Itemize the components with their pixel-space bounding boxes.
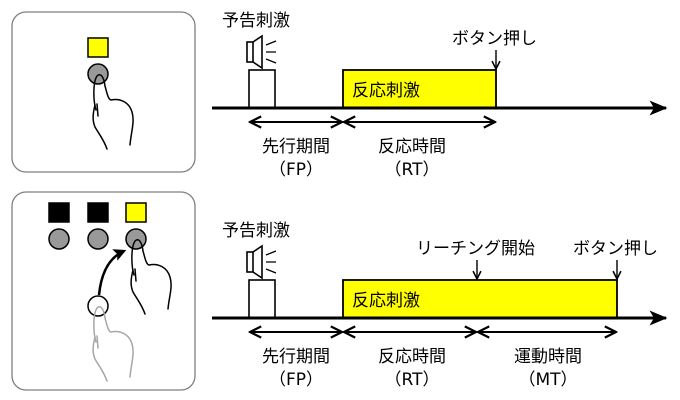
stimulus-light-off-1	[48, 202, 70, 223]
home-button	[87, 295, 109, 317]
event-label-button-press: ボタン押し	[452, 29, 537, 49]
interval-abbr-mt: （MT）	[518, 370, 577, 390]
interval-label-rt: 反応時間	[378, 347, 446, 367]
hand-icon	[92, 74, 134, 150]
response-stimulus-label: 反応刺激	[352, 291, 420, 311]
interval-label-fp: 先行期間	[262, 137, 330, 157]
interval-abbr-fp: （FP）	[269, 160, 323, 180]
stimulus-light-yellow	[87, 37, 109, 58]
response-stimulus-box	[342, 69, 497, 109]
stimulus-light-yellow	[125, 202, 147, 223]
response-button-2	[87, 228, 109, 250]
warning-stimulus-label: 予告刺激	[222, 11, 290, 31]
interval-label-mt: 運動時間	[514, 347, 582, 367]
speaker-icon	[246, 244, 277, 280]
response-button-1	[48, 228, 70, 250]
reach-trajectory-arrow	[97, 249, 127, 296]
hand-icon	[130, 239, 172, 315]
timeline-bottom: 予告刺激 反応刺激 リーチング開始 ボタン押し 先行期間 （FP） 反応時間 （…	[212, 221, 668, 390]
response-stimulus-label: 反応刺激	[352, 81, 420, 101]
event-label-button-press: ボタン押し	[573, 239, 658, 259]
interval-abbr-rt: （RT）	[385, 370, 440, 390]
response-button	[87, 63, 109, 85]
panel-simple-rt: 予告刺激 反応刺激 ボタン押し 先行期間 （FP） 反応時間 （RT）	[11, 11, 668, 180]
interval-abbr-fp: （FP）	[269, 370, 323, 390]
event-label-reach-onset: リーチング開始	[416, 239, 535, 259]
response-button-3	[125, 228, 147, 250]
warning-stimulus-pulse	[248, 279, 276, 319]
speaker-icon	[246, 34, 277, 70]
panel-choice-reaching: 予告刺激 反応刺激 リーチング開始 ボタン押し 先行期間 （FP） 反応時間 （…	[11, 191, 668, 391]
warning-stimulus-label: 予告刺激	[222, 221, 290, 241]
stimulus-light-off-2	[87, 202, 109, 223]
interval-abbr-rt: （RT）	[385, 160, 440, 180]
interval-label-fp: 先行期間	[262, 347, 330, 367]
illustration-frame	[11, 11, 196, 173]
timeline-top: 予告刺激 反応刺激 ボタン押し 先行期間 （FP） 反応時間 （RT）	[212, 11, 668, 180]
ghost-hand-icon	[92, 306, 134, 382]
interval-label-rt: 反応時間	[378, 137, 446, 157]
response-stimulus-box	[342, 279, 618, 319]
warning-stimulus-pulse	[248, 69, 276, 109]
